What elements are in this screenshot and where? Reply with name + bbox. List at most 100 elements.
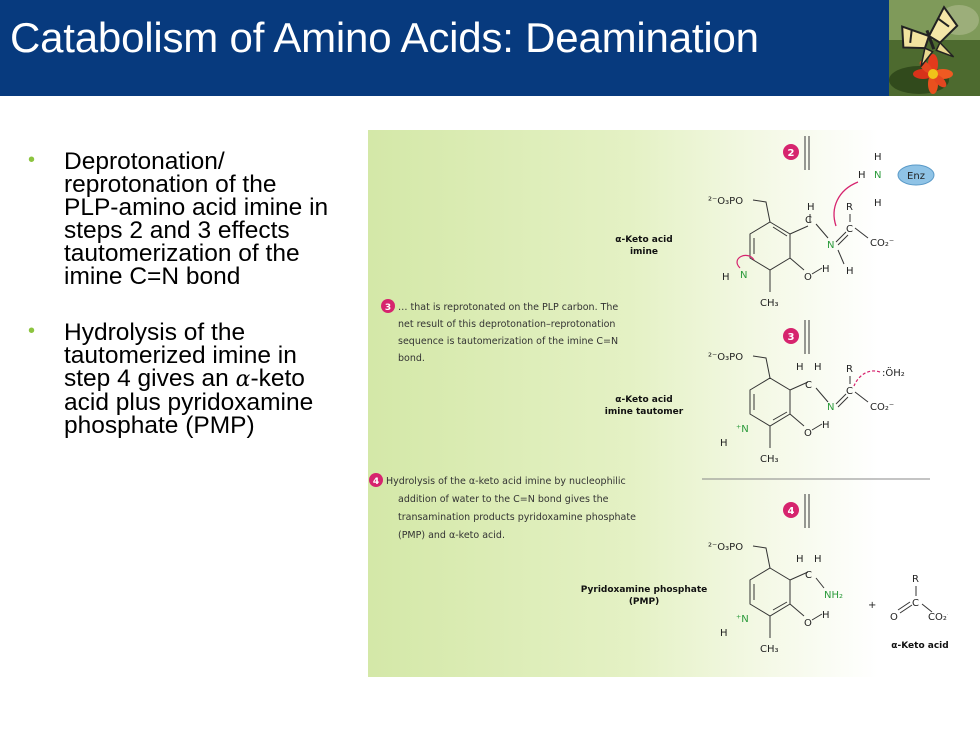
- svg-text:α-Keto acid: α-Keto acid: [891, 641, 948, 651]
- svg-text:3: 3: [385, 303, 391, 313]
- tautomer-structure: ²⁻O₃PO C H H N C R CO₂⁻ :ÖH₂ O H ⁺N H: [708, 352, 905, 465]
- bullet-line: acid plus pyridoxamine: [64, 389, 314, 416]
- label-tautomer: α-Keto acid imine tautomer: [605, 395, 684, 417]
- svg-text:O: O: [804, 618, 812, 629]
- svg-text:C: C: [805, 380, 812, 391]
- svg-text:H: H: [858, 170, 866, 181]
- svg-text:O: O: [890, 612, 898, 623]
- title-bar: Catabolism of Amino Acids: Deamination: [0, 0, 980, 96]
- svg-text:sequence is tautomerization of: sequence is tautomerization of the imine…: [398, 336, 618, 347]
- svg-text:H: H: [874, 152, 882, 163]
- label-imine: α-Keto acid imine: [615, 235, 672, 257]
- step-4-note: 4 Hydrolysis of the α-keto acid imine by…: [369, 473, 636, 541]
- svg-text:2: 2: [788, 148, 795, 159]
- svg-text:O: O: [804, 428, 812, 439]
- svg-text:Hydrolysis of the α-keto acid: Hydrolysis of the α-keto acid imine by n…: [386, 476, 626, 487]
- svg-text:addition of water to the C=N b: addition of water to the C=N bond gives …: [398, 494, 609, 505]
- svg-text:4: 4: [373, 477, 379, 487]
- svg-text:O: O: [804, 272, 812, 283]
- svg-text:C: C: [912, 598, 919, 609]
- svg-text:⁺N: ⁺N: [736, 424, 749, 435]
- svg-text:N: N: [740, 270, 747, 281]
- svg-text:N: N: [874, 170, 881, 181]
- enzyme-badge: [897, 164, 935, 186]
- svg-text:H: H: [720, 438, 728, 449]
- svg-text:C: C: [846, 224, 853, 235]
- svg-text:imine: imine: [630, 247, 658, 257]
- svg-text:C: C: [805, 570, 812, 581]
- bullet-line: tautomerization of the: [64, 240, 300, 267]
- keto-acid-structure: R C O CO₂⁻ α-Keto acid: [890, 574, 948, 651]
- alpha-symbol: α: [235, 367, 251, 392]
- svg-text:N: N: [827, 240, 834, 251]
- svg-text:bond.: bond.: [398, 353, 425, 364]
- svg-text:CH₃: CH₃: [760, 644, 779, 655]
- bullet-item: • Hydrolysis of the tautomerized imine i…: [28, 319, 368, 439]
- svg-text:C: C: [846, 386, 853, 397]
- svg-text:Pyridoxamine phosphate: Pyridoxamine phosphate: [581, 585, 707, 595]
- svg-text:… that is reprotonated on the: … that is reprotonated on the PLP carbon…: [398, 302, 618, 313]
- svg-text:H: H: [822, 264, 830, 275]
- svg-text:H: H: [846, 266, 854, 277]
- svg-text:net result of this deprotonati: net result of this deprotonation–reproto…: [398, 319, 615, 330]
- bullet-line: PLP-amino acid imine in: [64, 194, 329, 221]
- reaction-scheme: 2 ²⁻O₃PO C H N C R CO₂⁻ H: [369, 136, 948, 655]
- svg-text:H: H: [814, 554, 822, 565]
- svg-text:CH₃: CH₃: [760, 298, 779, 309]
- bullet-list: • Deprotonation/ reprotonation of the PL…: [28, 148, 368, 470]
- svg-text:N: N: [827, 402, 834, 413]
- bullet-text: step 4 gives an: [64, 365, 236, 392]
- svg-text:transamination products pyrido: transamination products pyridoxamine pho…: [398, 512, 636, 523]
- svg-text:H: H: [796, 362, 804, 373]
- bullet-line: Deprotonation/: [64, 148, 225, 175]
- label-pmp: Pyridoxamine phosphate (PMP): [581, 585, 707, 607]
- svg-text:α-Keto acid: α-Keto acid: [615, 395, 672, 405]
- svg-text:R: R: [912, 574, 919, 585]
- bullet-dot: •: [28, 149, 36, 171]
- svg-text:CH₃: CH₃: [760, 454, 779, 465]
- svg-text:NH₂: NH₂: [824, 590, 843, 601]
- bullet-line: Hydrolysis of the: [64, 319, 246, 346]
- svg-text:C: C: [805, 215, 812, 226]
- bullet-line: imine C=N bond: [64, 263, 241, 290]
- svg-text:⁺N: ⁺N: [736, 614, 749, 625]
- svg-text:²⁻O₃PO: ²⁻O₃PO: [708, 542, 743, 553]
- svg-text:3: 3: [788, 332, 795, 343]
- svg-text:imine tautomer: imine tautomer: [605, 407, 684, 417]
- svg-text:α-Keto acid: α-Keto acid: [615, 235, 672, 245]
- svg-text:CO₂⁻: CO₂⁻: [870, 238, 894, 249]
- svg-text:H: H: [807, 202, 815, 213]
- imine-structure: ²⁻O₃PO C H N C R CO₂⁻ H O H: [708, 152, 935, 309]
- svg-text:(PMP) and α-keto acid.: (PMP) and α-keto acid.: [398, 530, 505, 541]
- svg-text:Enz: Enz: [907, 171, 925, 182]
- svg-text:H: H: [814, 362, 822, 373]
- svg-text:H: H: [874, 198, 882, 209]
- bullet-dot: •: [28, 320, 36, 342]
- step-3-note: 3 … that is reprotonated on the PLP carb…: [381, 299, 618, 364]
- svg-text:CO₂⁻: CO₂⁻: [870, 402, 894, 413]
- step-4-marker: 4: [783, 494, 810, 528]
- bullet-line: step 4 gives an α-keto: [64, 365, 368, 392]
- butterfly-flower-photo: [889, 0, 980, 96]
- reaction-figure: 2 ²⁻O₃PO C H N C R CO₂⁻ H: [368, 130, 948, 677]
- bullet-text: -keto: [250, 365, 305, 392]
- bullet-line: reprotonation of the: [64, 171, 277, 198]
- svg-text:²⁻O₃PO: ²⁻O₃PO: [708, 196, 743, 207]
- bullet-item: • Deprotonation/ reprotonation of the PL…: [28, 148, 368, 290]
- svg-text:H: H: [722, 272, 730, 283]
- bullet-line: tautomerized imine in: [64, 342, 297, 369]
- svg-text:(PMP): (PMP): [629, 597, 659, 607]
- step-2-marker: 2: [783, 136, 810, 170]
- svg-text:²⁻O₃PO: ²⁻O₃PO: [708, 352, 743, 363]
- slide-title: Catabolism of Amino Acids: Deamination: [10, 14, 759, 61]
- bullet-line: steps 2 and 3 effects: [64, 217, 290, 244]
- plus-sign: +: [868, 600, 876, 611]
- pmp-structure: ²⁻O₃PO C H H NH₂ O H ⁺N H CH₃: [708, 542, 843, 655]
- svg-text:R: R: [846, 364, 853, 375]
- step-3-marker: 3: [783, 320, 810, 354]
- svg-text:H: H: [796, 554, 804, 565]
- bullet-line: phosphate (PMP): [64, 412, 255, 439]
- svg-text:4: 4: [788, 506, 795, 517]
- svg-text:H: H: [822, 610, 830, 621]
- svg-text::ÖH₂: :ÖH₂: [882, 366, 905, 379]
